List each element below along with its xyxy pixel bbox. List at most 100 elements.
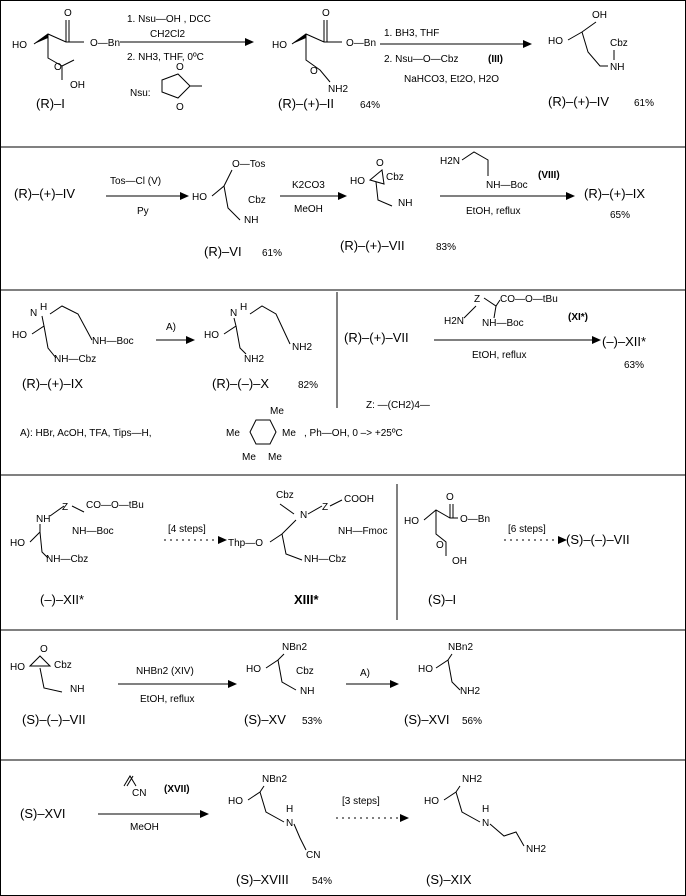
svg-text:O: O xyxy=(54,62,62,73)
svg-text:Me: Me xyxy=(282,428,296,439)
label-S-I: (S)–I xyxy=(428,592,456,607)
svg-text:O: O xyxy=(310,66,318,77)
label-XII-row4: (–)–XII* xyxy=(40,592,84,607)
svg-text:NH2: NH2 xyxy=(328,84,348,95)
svg-text:NH2: NH2 xyxy=(460,686,480,697)
svg-text:HO: HO xyxy=(228,796,243,807)
svg-text:NH: NH xyxy=(70,684,84,695)
svg-text:Z: Z xyxy=(474,294,480,305)
arrow-step-5: (VIII) EtOH, reflux xyxy=(440,170,575,217)
mesitylene-structure: Me Me Me Me Me xyxy=(226,406,296,463)
svg-text:HO: HO xyxy=(424,796,439,807)
svg-text:O: O xyxy=(176,62,184,73)
label-R-X: (R)–(–)–X xyxy=(212,376,269,391)
svg-text:OH: OH xyxy=(592,10,607,21)
svg-text:Z: Z xyxy=(62,502,68,513)
label-S-XIX: (S)–XIX xyxy=(426,872,472,887)
svg-text:Cbz: Cbz xyxy=(296,666,314,677)
label-R-VII-row3: (R)–(+)–VII xyxy=(344,330,409,345)
svg-text:COOH: COOH xyxy=(344,494,374,505)
svg-text:NH2: NH2 xyxy=(462,774,482,785)
svg-text:MeOH: MeOH xyxy=(130,822,159,833)
compound-S-VII: HO Cbz NH O xyxy=(10,644,84,695)
svg-text:NBn2: NBn2 xyxy=(282,642,307,653)
svg-text:CH2Cl2: CH2Cl2 xyxy=(150,29,185,40)
yield-S-XV: 53% xyxy=(302,716,322,727)
compound-R-II: HO O—Bn O NH2 O xyxy=(272,8,376,95)
svg-text:O: O xyxy=(322,8,330,19)
svg-text:H: H xyxy=(482,804,489,815)
svg-text:HO: HO xyxy=(192,192,207,203)
svg-text:O: O xyxy=(436,540,444,551)
svg-text:Cbz: Cbz xyxy=(386,172,404,183)
svg-text:NH: NH xyxy=(610,62,624,73)
label-XIII: XIII* xyxy=(294,592,320,607)
svg-text:CO—O—tBu: CO—O—tBu xyxy=(86,500,144,511)
svg-text:Cbz: Cbz xyxy=(54,660,72,671)
svg-text:H: H xyxy=(40,302,47,313)
arrow-step-2: 1. BH3, THF 2. Nsu—O—Cbz (III) NaHCO3, E… xyxy=(380,28,532,85)
yield-S-XVIII: 54% xyxy=(312,876,332,887)
compound-S-I: HO O—Bn O OH O xyxy=(404,492,490,567)
svg-text:Me: Me xyxy=(242,452,256,463)
z-definition: Z: —(CH2)4— xyxy=(366,400,430,411)
svg-text:Thp—O: Thp—O xyxy=(228,538,263,549)
svg-text:Me: Me xyxy=(268,452,282,463)
yield-S-XVI: 56% xyxy=(462,716,482,727)
svg-text:Me: Me xyxy=(226,428,240,439)
svg-text:O: O xyxy=(446,492,454,503)
svg-text:H2N: H2N xyxy=(440,156,460,167)
svg-text:EtOH, reflux: EtOH, reflux xyxy=(140,694,194,705)
yield-R-IX: 65% xyxy=(610,210,630,221)
svg-text:NBn2: NBn2 xyxy=(262,774,287,785)
svg-text:Z: Z xyxy=(322,502,328,513)
svg-text:O: O xyxy=(64,8,72,19)
svg-text:(XI*): (XI*) xyxy=(568,312,588,323)
svg-text:NH—Cbz: NH—Cbz xyxy=(46,554,88,565)
svg-text:Cbz: Cbz xyxy=(276,490,294,501)
svg-text:HO: HO xyxy=(548,36,563,47)
svg-text:O—Tos: O—Tos xyxy=(232,159,265,170)
svg-text:HO: HO xyxy=(418,664,433,675)
yield-R-II: 64% xyxy=(360,100,380,111)
svg-text:NH2: NH2 xyxy=(526,844,546,855)
arrow-step-12: (XVII) MeOH xyxy=(98,784,209,833)
svg-text:Tos—Cl (V): Tos—Cl (V) xyxy=(110,176,161,187)
svg-text:NH—Boc: NH—Boc xyxy=(72,526,114,537)
svg-text:Me: Me xyxy=(270,406,284,417)
svg-text:O—Bn: O—Bn xyxy=(90,38,120,49)
arrow-step-6: A) xyxy=(156,322,195,344)
svg-text:Cbz: Cbz xyxy=(248,195,266,206)
svg-text:HO: HO xyxy=(246,664,261,675)
nsu-structure: Nsu: O O xyxy=(130,62,202,113)
svg-text:NH2: NH2 xyxy=(292,342,312,353)
svg-text:N: N xyxy=(30,308,37,319)
svg-text:NH: NH xyxy=(244,215,258,226)
yield-R-X: 82% xyxy=(298,380,318,391)
svg-text:N: N xyxy=(230,308,237,319)
label-R-VII: (R)–(+)–VII xyxy=(340,238,405,253)
amine-XI-structure: H2N Z CO—O—tBu NH—Boc xyxy=(444,294,558,329)
svg-text:H: H xyxy=(240,302,247,313)
svg-text:CN: CN xyxy=(306,850,320,861)
svg-text:MeOH: MeOH xyxy=(294,204,323,215)
svg-text:NH—Fmoc: NH—Fmoc xyxy=(338,526,387,537)
label-R-IX-row3: (R)–(+)–IX xyxy=(22,376,83,391)
svg-text:NH—Boc: NH—Boc xyxy=(482,318,524,329)
svg-text:2. NH3, THF, 0ºC: 2. NH3, THF, 0ºC xyxy=(127,52,204,63)
svg-text:N: N xyxy=(286,818,293,829)
label-S-XV: (S)–XV xyxy=(244,712,286,727)
compound-S-XVI: NBn2 HO NH2 xyxy=(418,642,480,697)
compound-R-I: HO O—Bn O OH O xyxy=(12,8,120,91)
label-R-I: (R)–I xyxy=(36,96,65,111)
svg-text:NHBn2 (XIV): NHBn2 (XIV) xyxy=(136,666,194,677)
arrow-step-7: (XI*) EtOH, reflux xyxy=(434,312,601,361)
svg-text:1. Nsu—OH , DCC: 1. Nsu—OH , DCC xyxy=(127,14,211,25)
arrow-step-8: [4 steps] xyxy=(164,524,227,544)
svg-text:O—Bn: O—Bn xyxy=(346,38,376,49)
svg-text:O: O xyxy=(376,158,384,169)
yield-R-VII: 83% xyxy=(436,242,456,253)
compound-R-VI: O—Tos HO Cbz NH xyxy=(192,159,266,226)
acrylonitrile-structure: CN xyxy=(123,775,146,799)
